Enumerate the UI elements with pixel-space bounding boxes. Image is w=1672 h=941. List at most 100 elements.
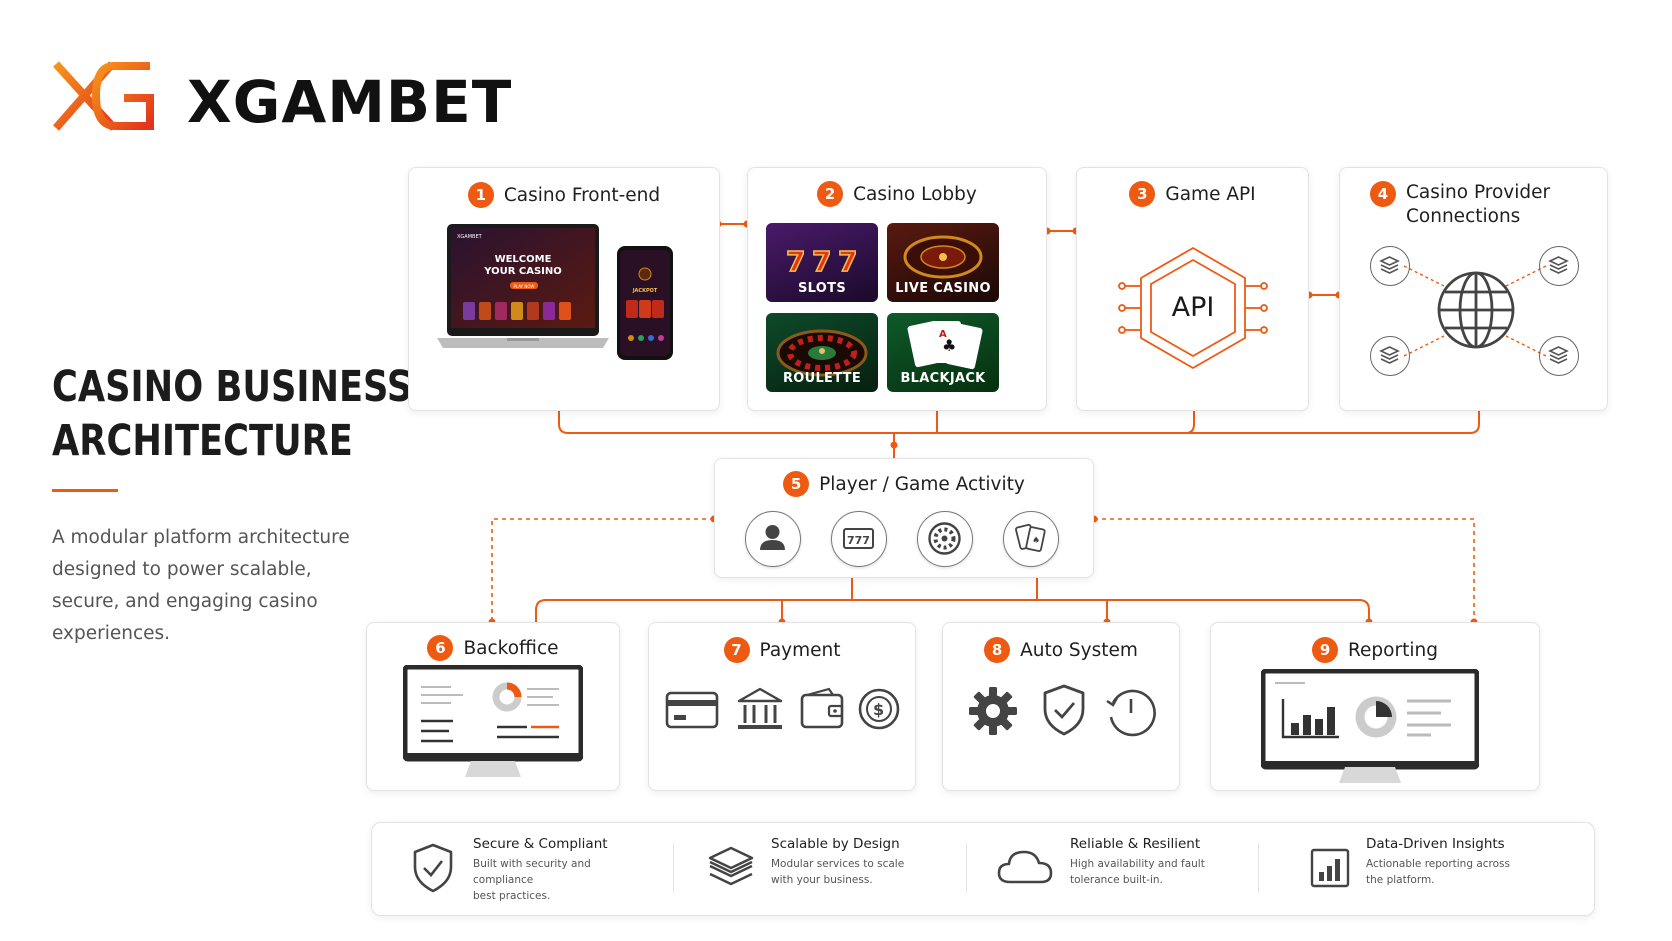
- svg-text:7: 7: [786, 245, 805, 278]
- feature-title: Data-Driven Insights: [1366, 836, 1505, 852]
- provider-node-icon: [1539, 246, 1579, 286]
- wallet-icon: [800, 687, 844, 729]
- card-provider-connections[interactable]: 4 Casino Provider Connections: [1339, 167, 1608, 411]
- card-header: 9 Reporting: [1211, 637, 1539, 663]
- cards-icon: ♠: [1003, 511, 1059, 567]
- tile-label: LIVE CASINO: [895, 281, 991, 296]
- step-number: 6: [427, 635, 454, 661]
- svg-text:$: $: [873, 700, 884, 719]
- laptop-brand: XGAMBET: [457, 234, 482, 240]
- shield-check-icon: [413, 843, 453, 893]
- clock-refresh-icon: [1106, 689, 1156, 737]
- step-number: 3: [1129, 181, 1156, 207]
- card-title: Backoffice: [463, 637, 559, 659]
- feature-desc: best practices.: [473, 890, 551, 902]
- provider-node-icon: [1370, 336, 1410, 376]
- page-description: A modular platform architecture designed…: [52, 527, 350, 644]
- tile-label: SLOTS: [798, 281, 846, 296]
- card-title: Reporting: [1348, 639, 1438, 661]
- laptop-mockup: XGAMBET WELCOME YOUR CASINO PLAY NOW: [437, 224, 617, 352]
- page-title-line: CASINO BUSINESS: [52, 362, 413, 412]
- features-bar: [371, 822, 1595, 916]
- feature-desc: Actionable reporting across: [1366, 858, 1511, 870]
- step-number: 2: [817, 181, 844, 207]
- card-title: Auto System: [1020, 639, 1138, 661]
- provider-node-icon: [1539, 336, 1579, 376]
- step-number: 4: [1370, 181, 1396, 207]
- card-title: Payment: [759, 639, 841, 661]
- feature-divider: [673, 843, 674, 893]
- credit-card-icon: [665, 691, 719, 729]
- card-header: 8 Auto System: [943, 637, 1179, 663]
- monitor-report-icon: [1261, 669, 1479, 783]
- card-header: 6 Backoffice: [367, 635, 619, 661]
- card-casino-frontend[interactable]: 1 Casino Front-end: [408, 167, 720, 411]
- card-player-activity[interactable]: 5 Player / Game Activity 777 ♠: [714, 458, 1094, 578]
- api-label: API: [1171, 292, 1215, 323]
- provider-node-icon: [1370, 246, 1410, 286]
- card-backoffice[interactable]: 6 Backoffice: [366, 622, 620, 791]
- feature-title: Secure & Compliant: [473, 836, 608, 852]
- feature-divider: [1258, 843, 1259, 893]
- card-reporting[interactable]: 9 Reporting: [1210, 622, 1540, 791]
- bank-icon: [737, 687, 783, 729]
- lobby-tile-live-casino[interactable]: LIVE CASINO: [887, 223, 999, 302]
- slot-machine-icon: 777: [831, 511, 887, 567]
- lobby-tile-blackjack[interactable]: A ♣ BLACKJACK: [887, 313, 999, 392]
- card-title: Player / Game Activity: [819, 473, 1025, 495]
- phone-label: JACKPOT: [632, 288, 658, 294]
- feature-desc: High availability and fault: [1070, 858, 1205, 870]
- step-number: 7: [723, 637, 750, 663]
- tile-label: ROULETTE: [782, 371, 862, 386]
- page-title: CASINO BUSINESS ARCHITECTURE: [52, 360, 413, 468]
- feature-divider: [966, 843, 967, 893]
- laptop-cta: PLAY NOW: [513, 284, 535, 289]
- step-number: 9: [1312, 637, 1339, 663]
- card-title: Casino Lobby: [853, 183, 977, 205]
- title-underline: [52, 489, 118, 492]
- card-header: 1 Casino Front-end: [409, 182, 719, 208]
- step-number: 5: [783, 471, 810, 497]
- svg-text:7: 7: [838, 245, 857, 278]
- card-header: 3 Game API: [1077, 181, 1308, 207]
- gear-icon: [969, 687, 1017, 735]
- svg-text:♠: ♠: [1032, 536, 1040, 546]
- laptop-headline: YOUR CASINO: [484, 266, 562, 277]
- api-hexagon-icon: [1118, 246, 1268, 370]
- card-title: Casino Front-end: [503, 184, 661, 206]
- card-title: Game API: [1165, 183, 1256, 205]
- feature-scalable: Scalable by Design Modular services to s…: [771, 836, 946, 888]
- feature-insights: Data-Driven Insights Actionable reportin…: [1366, 836, 1541, 888]
- coin-icon: $: [858, 688, 900, 730]
- monitor-dashboard-icon: [403, 665, 583, 777]
- laptop-headline: WELCOME: [494, 254, 552, 265]
- card-title: Casino Provider: [1406, 182, 1551, 203]
- svg-text:♣: ♣: [942, 336, 956, 355]
- feature-title: Scalable by Design: [771, 836, 900, 852]
- card-payment[interactable]: 7 Payment $: [648, 622, 916, 791]
- card-title: Connections: [1406, 206, 1521, 227]
- card-auto-system[interactable]: 8 Auto System: [942, 622, 1180, 791]
- feature-desc: tolerance built-in.: [1070, 874, 1163, 886]
- layers-icon: [708, 846, 754, 886]
- svg-text:7: 7: [812, 245, 831, 278]
- player-icon: [745, 511, 801, 567]
- feature-desc: with your business.: [771, 874, 873, 886]
- card-header: 4 Casino Provider Connections: [1370, 181, 1607, 229]
- xgambet-logo-icon: [52, 60, 154, 132]
- card-game-api[interactable]: 3 Game API API: [1076, 167, 1309, 411]
- feature-secure: Secure & Compliant Built with security a…: [473, 836, 648, 904]
- step-number: 1: [467, 182, 494, 208]
- brand-wordmark: XGAMBET: [187, 68, 513, 136]
- feature-desc: Built with security and compliance: [473, 858, 591, 886]
- bar-chart-icon: [1310, 848, 1350, 888]
- roulette-icon: [917, 511, 973, 567]
- lobby-tile-roulette[interactable]: ROULETTE: [766, 313, 878, 392]
- feature-title: Reliable & Resilient: [1070, 836, 1201, 852]
- feature-reliable: Reliable & Resilient High availability a…: [1070, 836, 1245, 888]
- tile-label: BLACKJACK: [900, 371, 986, 386]
- svg-text:A: A: [939, 329, 947, 340]
- svg-text:777: 777: [847, 534, 870, 547]
